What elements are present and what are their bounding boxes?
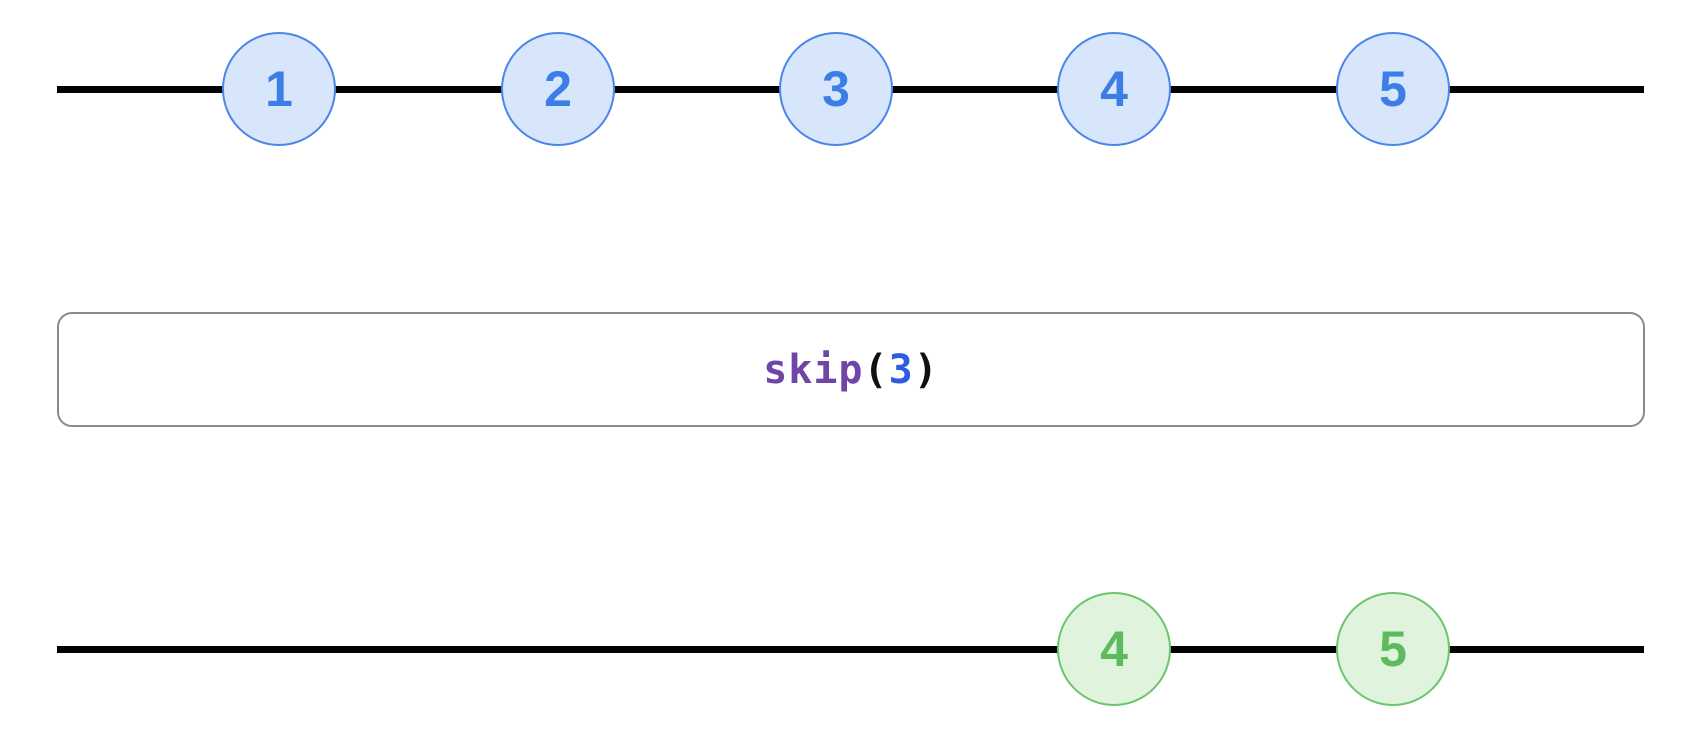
operator-argument: 3 — [888, 346, 914, 393]
input-marble: 2 — [501, 32, 615, 146]
operator-label: skip(3) — [763, 347, 939, 393]
input-marble: 1 — [222, 32, 336, 146]
input-marble: 3 — [779, 32, 893, 146]
output-timeline — [57, 646, 1644, 653]
operator-box: skip(3) — [57, 312, 1645, 427]
operator-open-paren: ( — [863, 346, 889, 393]
operator-name: skip — [763, 346, 864, 393]
output-marble: 4 — [1057, 592, 1171, 706]
input-marble: 5 — [1336, 32, 1450, 146]
output-marble: 5 — [1336, 592, 1450, 706]
operator-close-paren: ) — [913, 346, 939, 393]
input-marble: 4 — [1057, 32, 1171, 146]
